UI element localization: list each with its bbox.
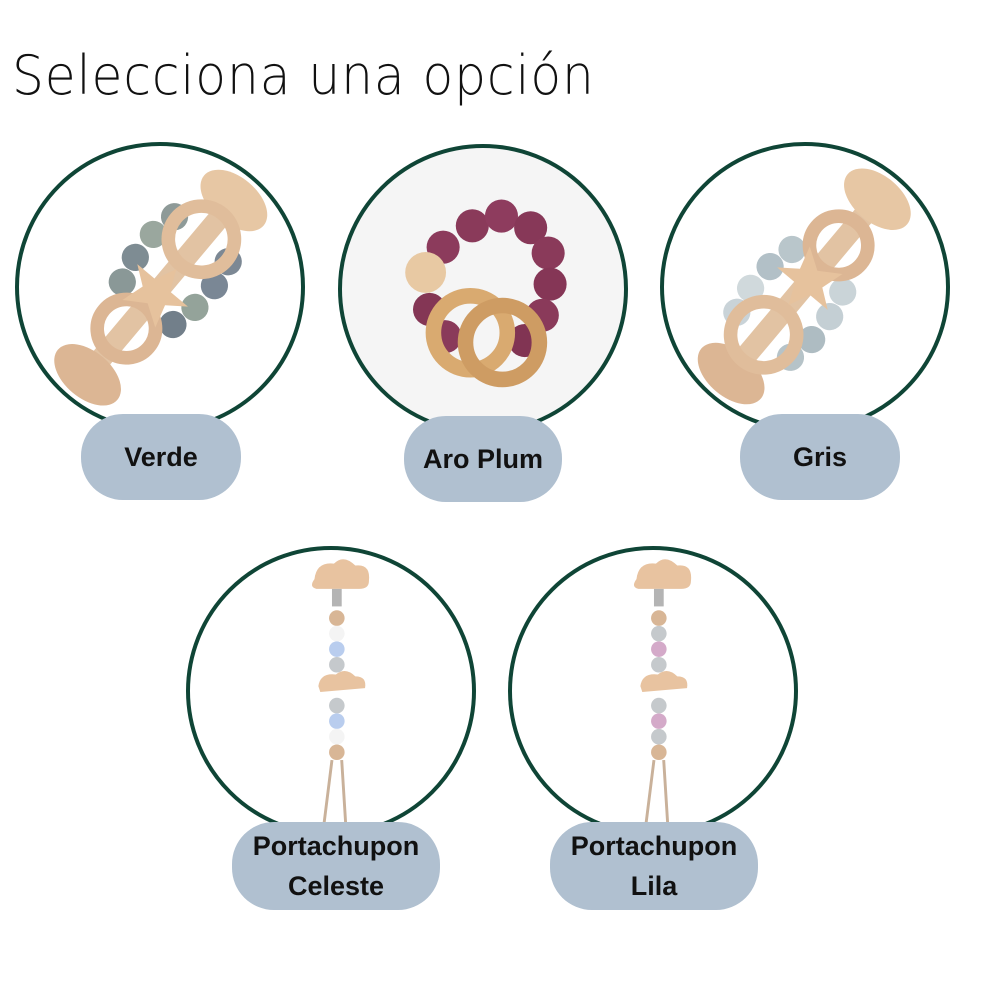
option-label-text: Verde xyxy=(124,441,198,472)
option-aro-plum[interactable]: Aro Plum xyxy=(328,144,648,524)
option-portachupon-lila[interactable]: Portachupon Lila xyxy=(498,546,818,926)
option-label-line: Celeste xyxy=(287,871,385,901)
option-image-frame xyxy=(660,142,950,432)
option-image-frame xyxy=(186,546,476,836)
option-label-text: Portachupon Lila xyxy=(571,826,738,907)
option-label-line: Portachupon xyxy=(252,830,420,861)
pacifier-clip-lilac-icon xyxy=(633,559,692,823)
option-image-frame xyxy=(338,144,628,434)
page-title: Selecciona una opción xyxy=(12,44,595,107)
option-label[interactable]: Portachupon Celeste xyxy=(232,822,440,910)
option-portachupon-celeste[interactable]: Portachupon Celeste xyxy=(176,546,496,926)
teether-rattle-green-icon xyxy=(54,169,268,406)
option-label[interactable]: Aro Plum xyxy=(404,416,562,502)
option-gris[interactable]: Gris xyxy=(650,142,970,522)
option-label-line: Portachupon xyxy=(570,830,738,861)
option-label[interactable]: Portachupon Lila xyxy=(550,822,758,910)
option-label[interactable]: Verde xyxy=(81,414,241,500)
option-label-text: Portachupon Celeste xyxy=(253,826,420,907)
option-image-frame xyxy=(508,546,798,836)
teether-ring-plum-icon xyxy=(405,199,567,388)
option-label-line: Lila xyxy=(630,871,678,901)
pacifier-clip-blue-icon xyxy=(311,559,370,823)
option-label-text: Aro Plum xyxy=(422,443,543,474)
option-image-frame xyxy=(15,142,305,432)
option-verde[interactable]: Verde xyxy=(5,142,325,522)
teether-rattle-gray-icon xyxy=(697,168,911,405)
option-label-text: Gris xyxy=(792,441,848,472)
option-label[interactable]: Gris xyxy=(740,414,900,500)
